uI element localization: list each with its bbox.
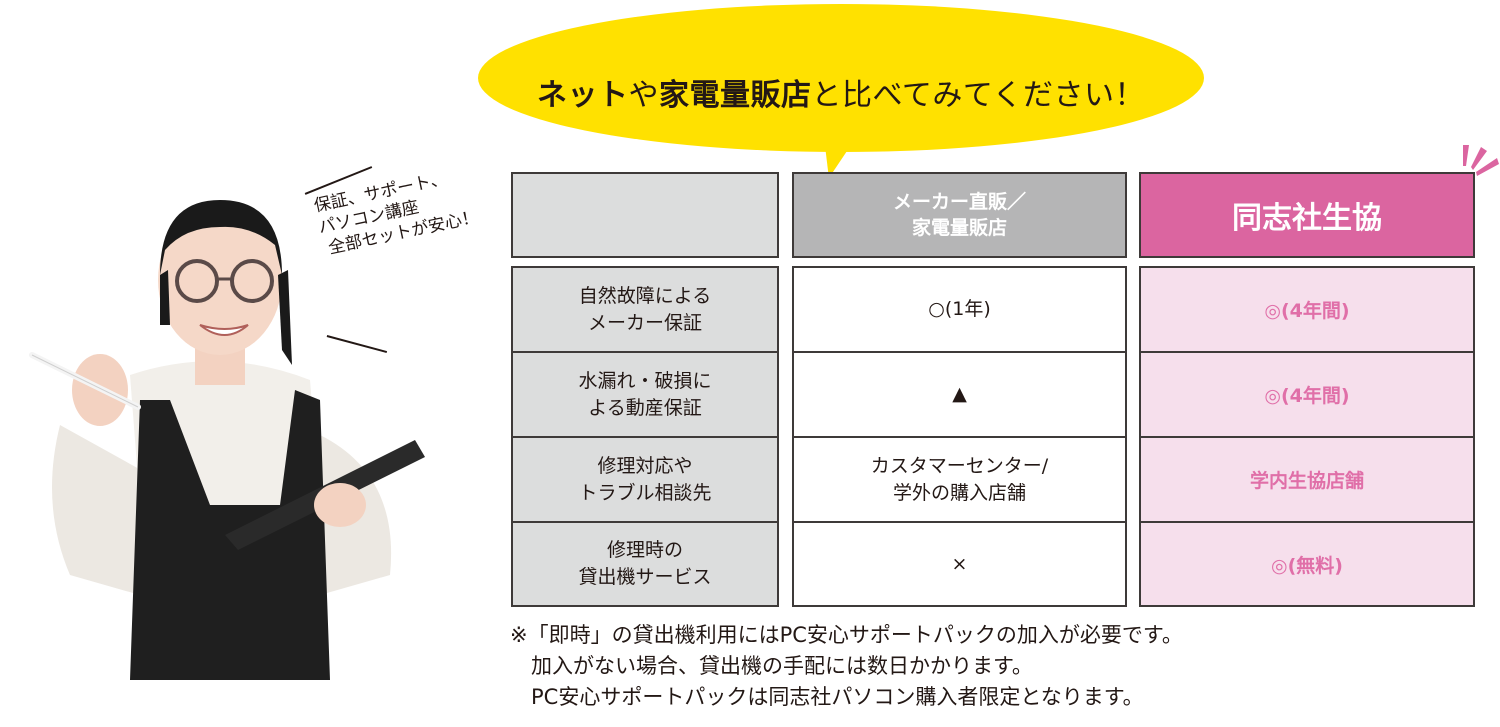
row-label: 修理対応や トラブル相談先 xyxy=(511,436,779,523)
coop-value: ◎(4年間) xyxy=(1139,266,1475,353)
footnote-line: PC安心サポートパックは同志社パソコン購入者限定となります。 xyxy=(510,685,1144,709)
row-label: 水漏れ・破損に よる動産保証 xyxy=(511,351,779,438)
header-maker-store: メーカー直販／ 家電量販店 xyxy=(792,172,1127,258)
maker-value: ▲ xyxy=(792,351,1127,438)
bubble-part-compare: と比べてみてください！ xyxy=(811,78,1145,113)
speech-bubble xyxy=(478,4,1204,152)
footnote-line: 加入がない場合、貸出機の手配には数日かかります。 xyxy=(510,654,1033,678)
bubble-heading: ネットや家電量販店と比べてみてください！ xyxy=(478,76,1204,116)
bubble-part-ya: や xyxy=(628,78,660,113)
footnote-line: ※「即時」の貸出機利用にはPC安心サポートパックの加入が必要です。 xyxy=(510,623,1183,647)
maker-value: カスタマーセンター/ 学外の購入店舗 xyxy=(792,436,1127,523)
coop-value: 学内生協店舗 xyxy=(1139,436,1475,523)
maker-value: ○(1年) xyxy=(792,266,1127,353)
header-blank xyxy=(511,172,779,258)
bubble-part-net: ネット xyxy=(537,78,629,113)
coop-value: ◎(4年間) xyxy=(1139,351,1475,438)
header-doshisha-coop: 同志社生協 xyxy=(1139,172,1475,258)
footnote: ※「即時」の貸出機利用にはPC安心サポートパックの加入が必要です。 加入がない場… xyxy=(510,620,1183,713)
row-label: 自然故障による メーカー保証 xyxy=(511,266,779,353)
maker-value: × xyxy=(792,521,1127,607)
student-photo xyxy=(29,200,425,680)
accent-marks-icon xyxy=(1463,145,1499,176)
row-label: 修理時の 貸出機サービス xyxy=(511,521,779,607)
bubble-part-store: 家電量販店 xyxy=(659,78,812,113)
coop-value: ◎(無料) xyxy=(1139,521,1475,607)
